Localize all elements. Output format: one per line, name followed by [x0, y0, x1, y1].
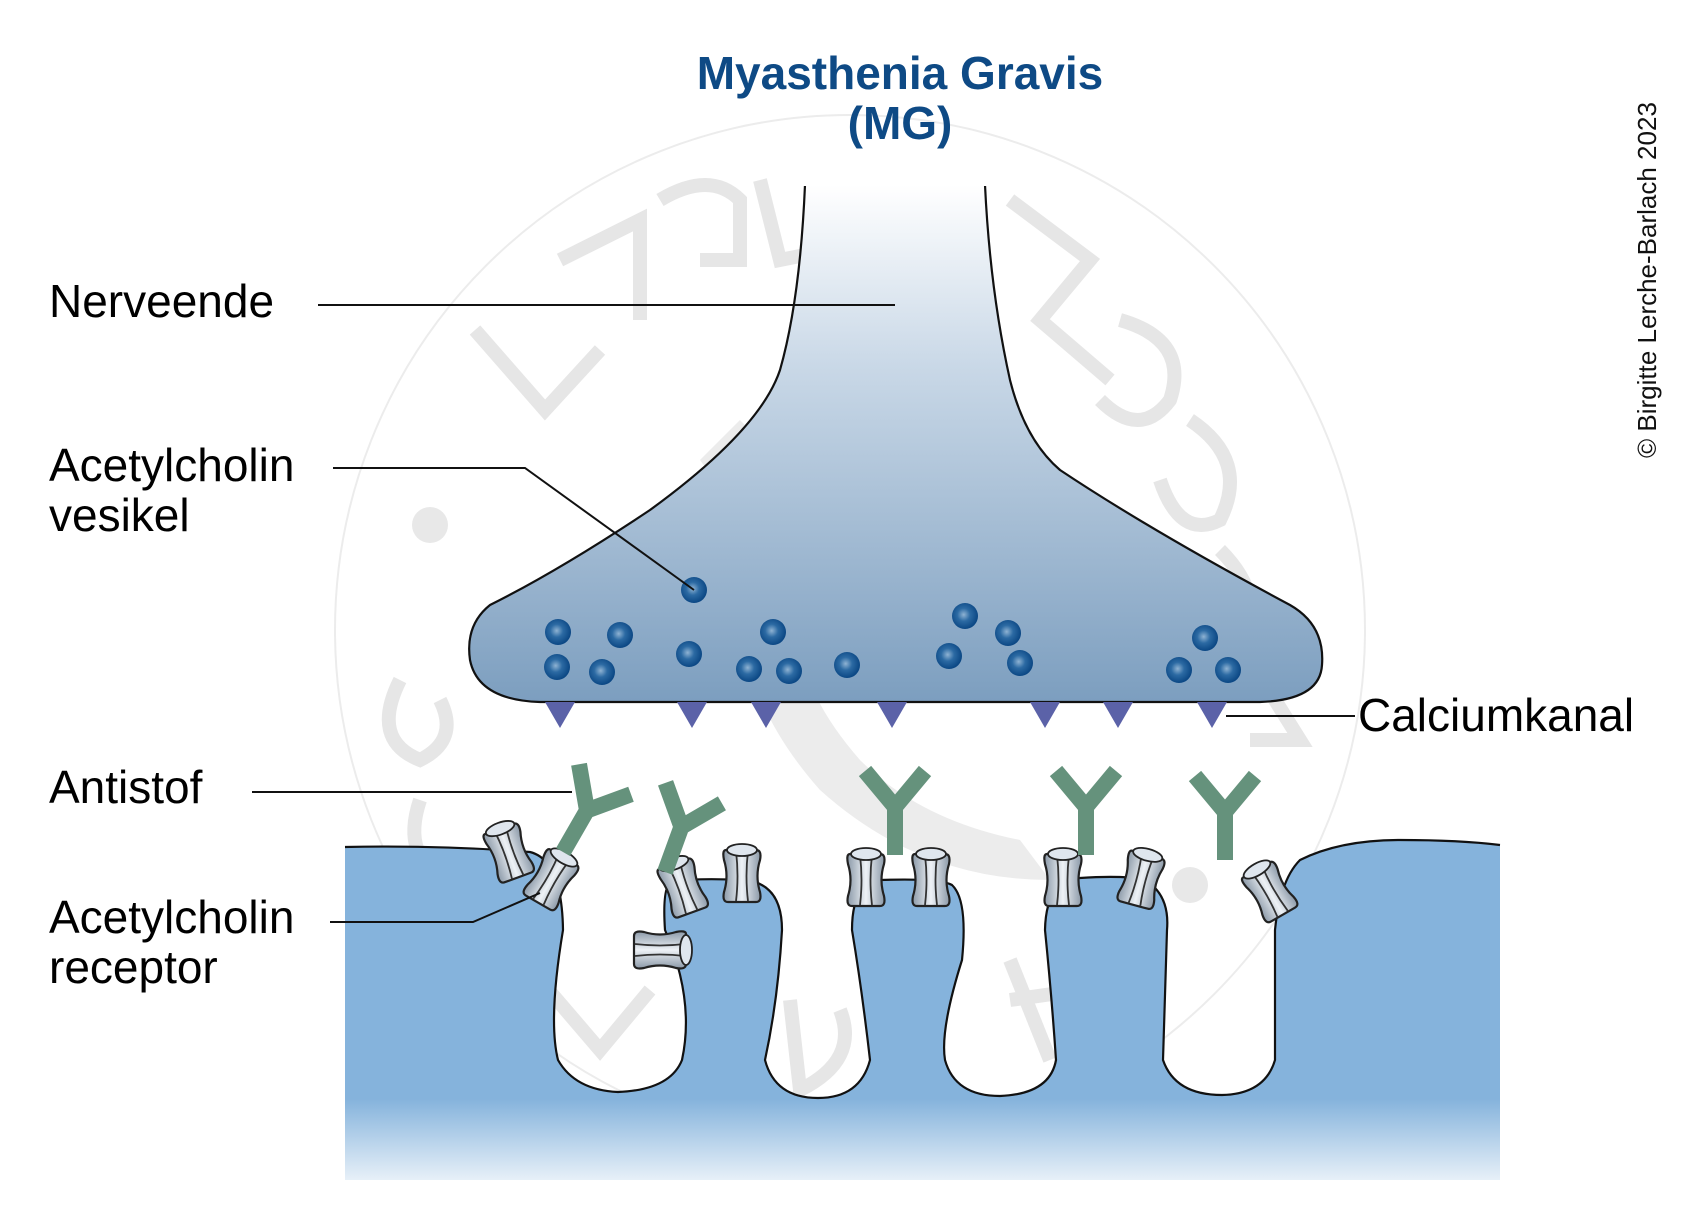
calcium-channel — [1030, 702, 1060, 728]
calcium-channel — [877, 702, 907, 728]
label-vesicle-line-1: Acetylcholin — [49, 439, 295, 491]
label-calcium-channel: Calciumkanal — [1358, 689, 1635, 741]
muscle-membrane — [345, 840, 1500, 1200]
label-receptor-line-2: receptor — [49, 941, 218, 993]
vesicle — [607, 622, 633, 648]
vesicle — [736, 656, 762, 682]
label-receptor-line-1: Acetylcholin — [49, 891, 295, 943]
title-line-1: Myasthenia Gravis — [696, 47, 1104, 99]
label-vesicle-line-2: vesikel — [49, 489, 190, 541]
leader-receptor — [330, 892, 541, 923]
copyright-notice: © Birgitte Lerche-Barlach 2023 — [1632, 102, 1662, 458]
vesicle — [936, 643, 962, 669]
vesicle — [676, 641, 702, 667]
acetylcholine-receptor — [911, 846, 951, 908]
label-nerve-ending: Nerveende — [49, 275, 275, 327]
calcium-channel — [1103, 702, 1133, 728]
vesicle — [760, 619, 786, 645]
vesicle — [1007, 650, 1033, 676]
vesicle — [834, 652, 860, 678]
calcium-channel — [545, 702, 575, 728]
vesicle — [1192, 625, 1218, 651]
calcium-channel-group — [545, 702, 1227, 728]
vesicle — [1166, 657, 1192, 683]
nerve-ending — [469, 185, 1323, 702]
antibody — [1195, 776, 1255, 860]
vesicle — [1215, 657, 1241, 683]
muscle-membrane-outline — [344, 838, 1501, 1100]
antibody — [1056, 771, 1116, 855]
acetylcholine-receptor — [1043, 846, 1083, 908]
title-line-2: (MG) — [847, 97, 953, 149]
calcium-channel — [751, 702, 781, 728]
vesicle — [544, 654, 570, 680]
vesicle — [589, 659, 615, 685]
leader-vesicle — [333, 467, 695, 591]
vesicle — [995, 620, 1021, 646]
vesicle — [776, 658, 802, 684]
calcium-channel — [677, 702, 707, 728]
acetylcholine-receptor — [846, 846, 886, 908]
calcium-channel — [1197, 702, 1227, 728]
acetylcholine-receptor — [722, 842, 762, 904]
label-antibody: Antistof — [49, 761, 203, 813]
acetylcholine-receptor — [632, 930, 694, 970]
vesicle — [545, 619, 571, 645]
vesicle — [952, 603, 978, 629]
vesicle-group — [544, 577, 1241, 685]
